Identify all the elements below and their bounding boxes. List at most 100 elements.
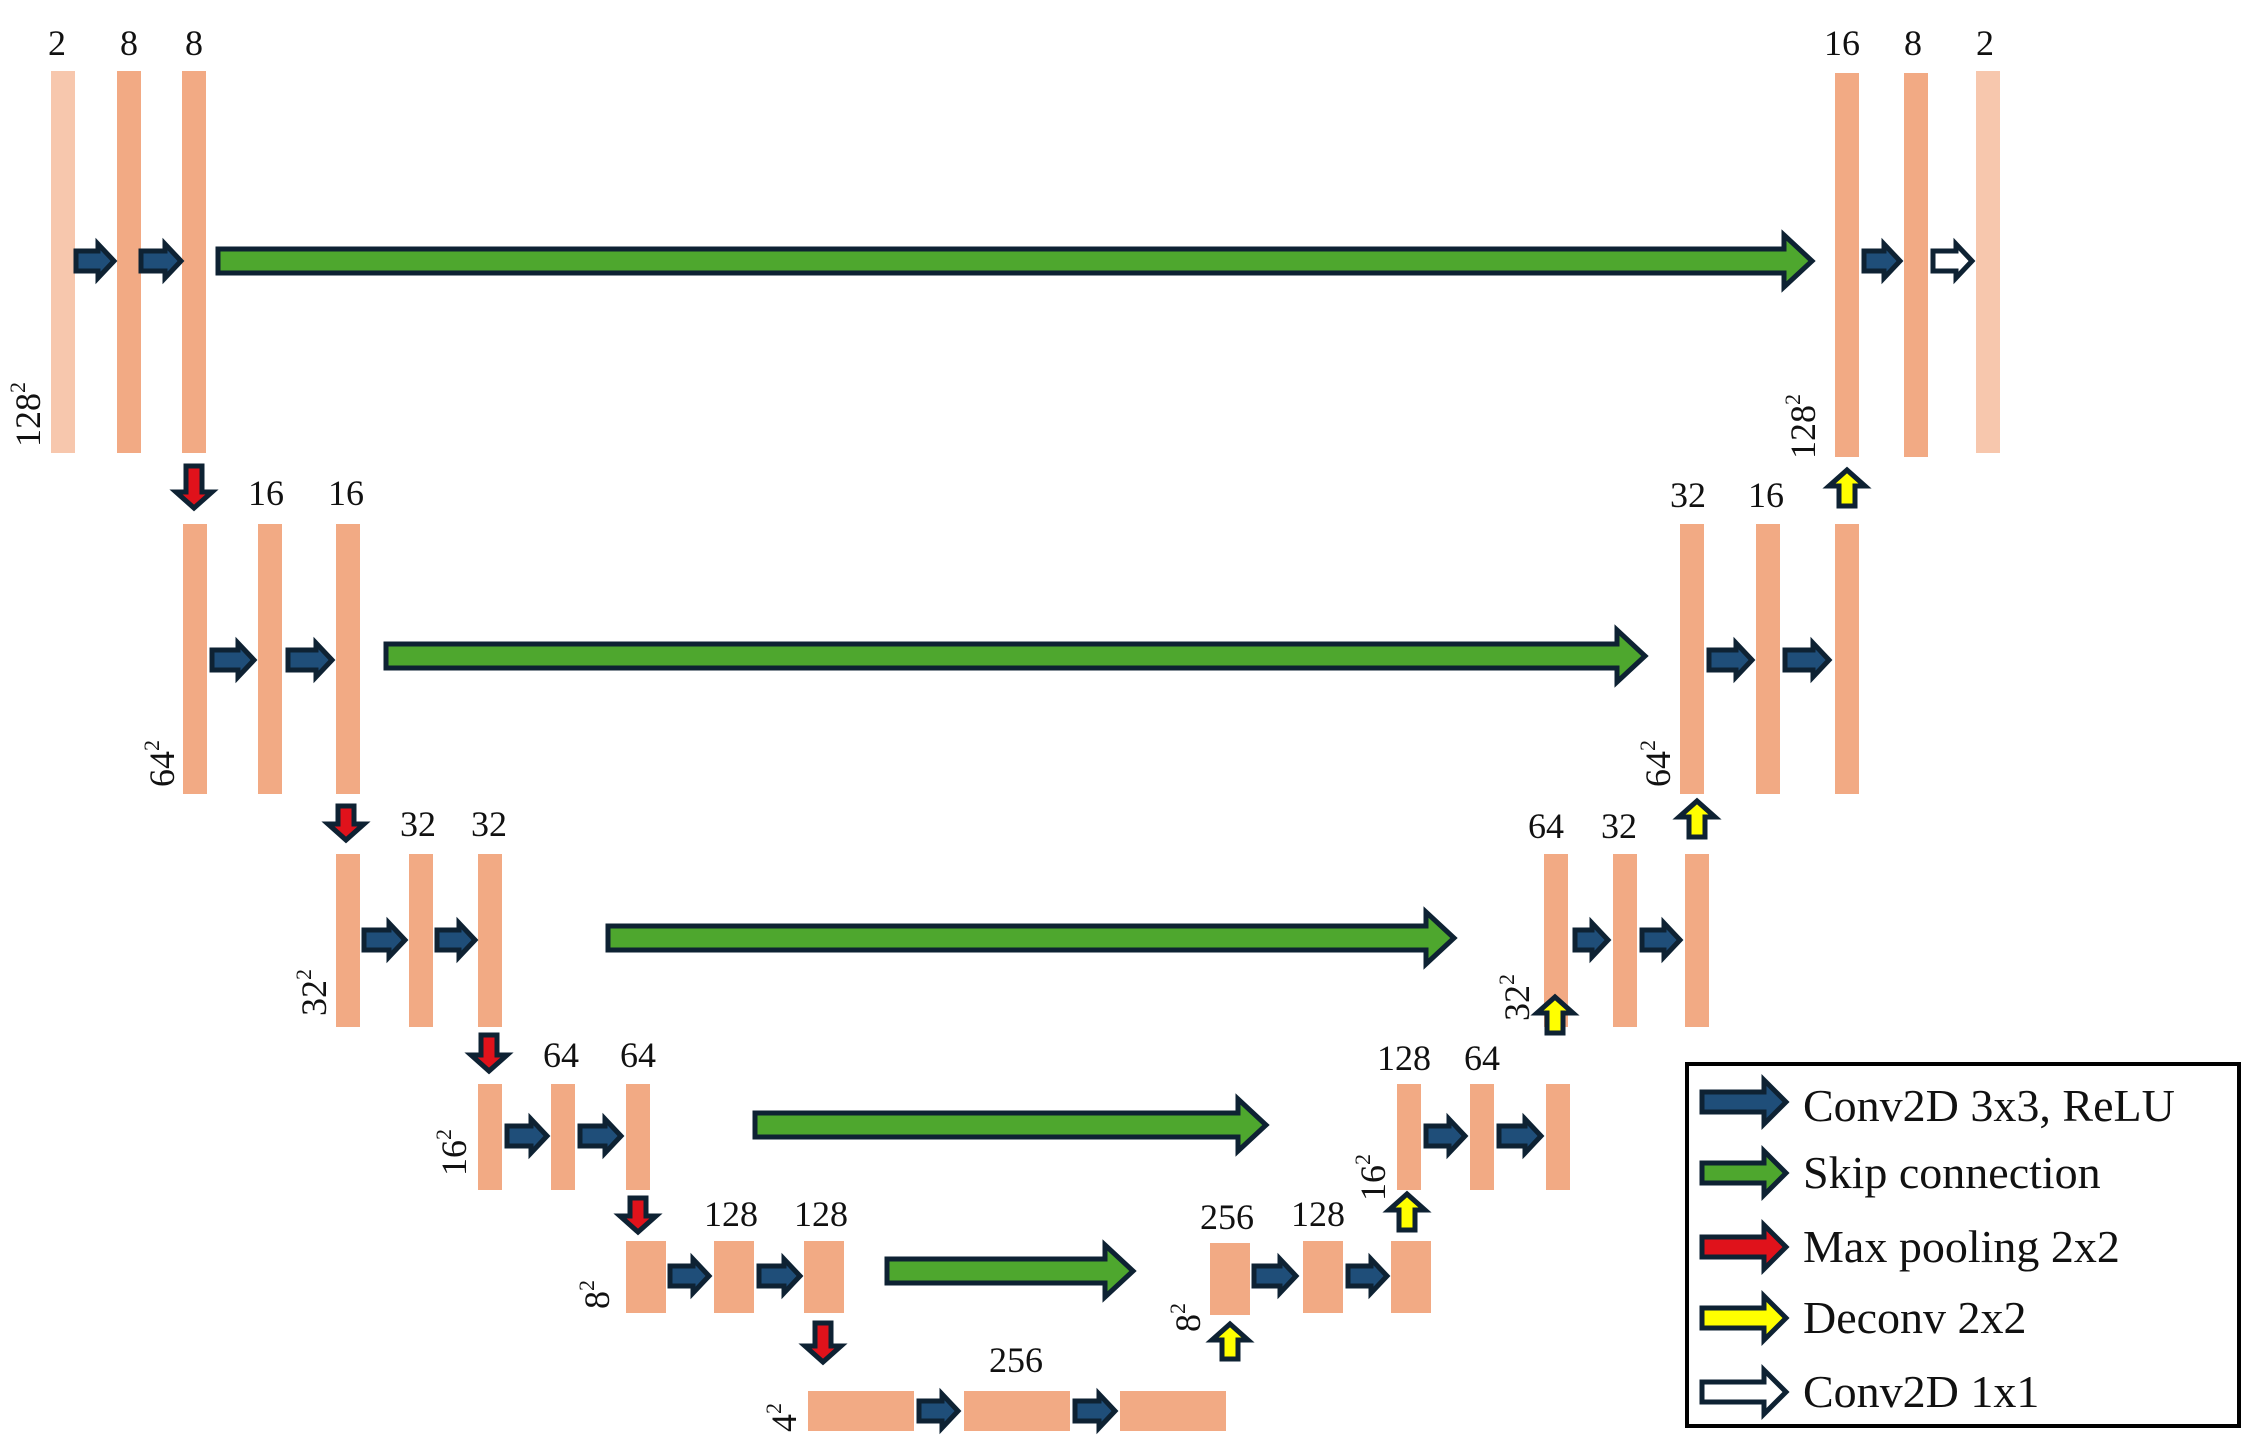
conv-arrow	[756, 1252, 804, 1300]
deconv-arrow	[1382, 1190, 1432, 1233]
layer-block	[1835, 524, 1859, 794]
svg-text:322: 322	[1494, 974, 1537, 1021]
layer-block	[551, 1084, 575, 1190]
svg-text:322: 322	[291, 969, 334, 1016]
svg-text:642: 642	[139, 740, 182, 787]
layer-block	[1680, 524, 1704, 794]
conv1x1-arrow	[1930, 237, 1976, 285]
layer-block	[478, 1084, 502, 1190]
channel-label: 64	[620, 1035, 656, 1075]
layer-block	[1397, 1084, 1421, 1190]
conv-arrow	[916, 1387, 962, 1435]
resolution-label: 642	[139, 740, 182, 787]
channel-label: 64	[543, 1035, 579, 1075]
resolution-label: 642	[1635, 740, 1678, 787]
layer-block	[714, 1241, 754, 1313]
layer-block	[808, 1391, 914, 1431]
conv-arrow	[1861, 237, 1904, 285]
channel-labels: 2 8 8 16 16 32 32 64 64 128 128 256 256 …	[48, 23, 1994, 1380]
conv1x1-arrow-icon	[1699, 1363, 1790, 1421]
layer-block	[1546, 1084, 1570, 1190]
channel-label: 128	[704, 1194, 758, 1234]
layer-blocks	[51, 71, 2000, 1431]
channel-label: 8	[120, 23, 138, 63]
channel-label: 256	[1200, 1197, 1254, 1237]
conv-arrow	[1572, 916, 1612, 964]
channel-label: 128	[794, 1194, 848, 1234]
layer-block	[409, 854, 433, 1027]
skip-arrow	[752, 1093, 1270, 1157]
channel-label: 8	[1904, 23, 1922, 63]
legend-label: Conv2D 3x3, ReLU	[1803, 1080, 2175, 1131]
legend-label: Deconv 2x2	[1803, 1292, 2027, 1343]
svg-text:1282: 1282	[5, 382, 48, 447]
resolution-label: 82	[574, 1280, 617, 1309]
channel-label: 64	[1528, 806, 1564, 846]
conv-arrow	[1345, 1252, 1391, 1300]
deconv-arrow	[1205, 1320, 1255, 1362]
layer-block	[478, 854, 502, 1027]
channel-label: 32	[400, 804, 436, 844]
layer-block	[1685, 854, 1709, 1027]
svg-text:82: 82	[1165, 1303, 1208, 1332]
conv-arrow	[1072, 1387, 1119, 1435]
layer-block	[626, 1084, 650, 1190]
layer-block	[626, 1241, 666, 1313]
layer-block	[182, 71, 206, 453]
channel-label: 8	[185, 23, 203, 63]
pool-arrow-icon	[1699, 1218, 1790, 1276]
conv-arrow	[577, 1112, 625, 1160]
legend-icons	[1699, 1073, 1790, 1421]
conv-arrow	[361, 916, 409, 964]
svg-text:162: 162	[1350, 1154, 1393, 1201]
layer-block	[1904, 73, 1928, 457]
layer-block	[1756, 524, 1780, 794]
channel-label: 256	[989, 1340, 1043, 1380]
channel-label: 16	[248, 473, 284, 513]
skip-arrow	[215, 229, 1816, 293]
conv-arrow-icon	[1699, 1073, 1790, 1131]
layer-block	[336, 524, 360, 794]
layer-block	[804, 1241, 844, 1313]
conv-arrow	[667, 1252, 713, 1300]
svg-text:82: 82	[574, 1280, 617, 1309]
layer-block	[1976, 71, 2000, 453]
resolution-label: 1282	[5, 382, 48, 447]
resolution-label: 322	[1494, 974, 1537, 1021]
deconv-arrow	[1672, 797, 1722, 840]
layer-block	[51, 71, 75, 453]
conv-arrow	[209, 636, 258, 684]
conv-arrow	[1639, 916, 1684, 964]
conv-arrow	[138, 237, 185, 285]
conv-arrow	[73, 237, 118, 285]
channel-label: 16	[328, 473, 364, 513]
pool-arrow	[798, 1320, 848, 1366]
deconv-arrow	[1822, 466, 1872, 509]
channel-label: 32	[1670, 475, 1706, 515]
layer-block	[1210, 1243, 1250, 1315]
layer-block	[117, 71, 141, 453]
layer-block	[336, 854, 360, 1027]
resolution-label: 1282	[1780, 394, 1823, 459]
resolution-labels: 1282 1282 642 642 322 322 162 162 82 82	[5, 382, 1823, 1432]
channel-label: 2	[1976, 23, 1994, 63]
skip-arrow	[383, 624, 1649, 688]
deconv-arrow-icon	[1699, 1289, 1790, 1347]
layer-block	[964, 1391, 1070, 1431]
channel-label: 128	[1377, 1038, 1431, 1078]
layer-block	[1303, 1241, 1343, 1313]
svg-text:642: 642	[1635, 740, 1678, 787]
layer-block	[258, 524, 282, 794]
conv-arrow	[1782, 636, 1833, 684]
resolution-label: 162	[431, 1129, 474, 1176]
layer-block	[183, 524, 207, 794]
layer-block	[1613, 854, 1637, 1027]
conv-arrow	[1496, 1112, 1545, 1160]
pool-arrow	[613, 1195, 663, 1236]
legend-label: Skip connection	[1803, 1147, 2101, 1198]
conv-arrow	[1251, 1252, 1300, 1300]
pool-arrow	[321, 803, 371, 844]
svg-text:162: 162	[431, 1129, 474, 1176]
resolution-label: 82	[1165, 1303, 1208, 1332]
